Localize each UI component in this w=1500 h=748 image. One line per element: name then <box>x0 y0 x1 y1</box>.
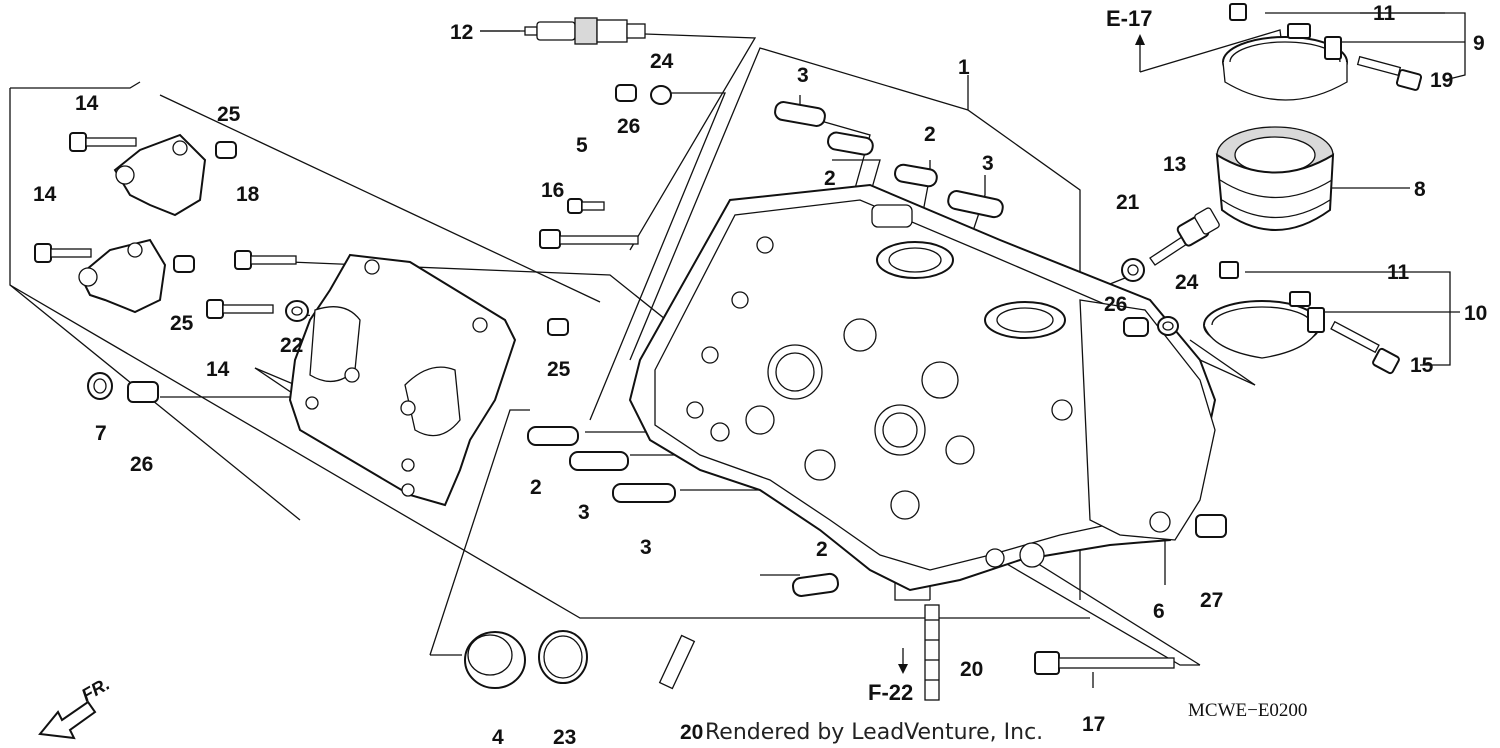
callout-3: 3 <box>797 64 809 87</box>
callout-7: 7 <box>95 422 107 445</box>
rendered-by-credit: Rendered by LeadVenture, Inc. <box>705 720 1043 745</box>
spark-plug <box>524 17 646 45</box>
callout-12: 12 <box>450 21 473 44</box>
cam-holders <box>78 133 207 314</box>
callout-27: 27 <box>1200 589 1223 612</box>
washers <box>87 85 1179 400</box>
rings <box>464 630 588 689</box>
callout-21: 21 <box>1116 191 1140 214</box>
callout-19: 19 <box>1430 69 1453 92</box>
callout-16: 16 <box>541 179 564 202</box>
callout-2: 2 <box>530 476 542 499</box>
fr-label: FR. <box>78 674 113 706</box>
callout-2: 2 <box>824 167 836 190</box>
callout-26: 26 <box>130 453 153 476</box>
temp-sensor <box>1149 207 1220 266</box>
callout-26: 26 <box>617 115 640 138</box>
callout-18: 18 <box>236 183 260 206</box>
callout-25: 25 <box>547 358 571 381</box>
callout-15: 15 <box>1410 354 1434 377</box>
callout-2: 2 <box>816 538 828 561</box>
callout-5: 5 <box>576 134 588 157</box>
callout-24: 24 <box>650 50 674 73</box>
callout-3: 3 <box>982 152 994 175</box>
callout-3: 3 <box>640 536 652 559</box>
valve-guides <box>127 84 1227 597</box>
front-direction-arrow: FR. <box>38 674 113 740</box>
callout-20: 20 <box>960 658 983 681</box>
reference-e17[interactable]: E-17 <box>1106 6 1152 31</box>
callout-1: 1 <box>958 56 970 79</box>
callout-20: 20 <box>680 721 703 744</box>
callout-17: 17 <box>1082 713 1105 736</box>
callout-3: 3 <box>578 501 590 524</box>
callout-13: 13 <box>1163 153 1186 176</box>
callout-23: 23 <box>553 726 576 748</box>
callout-24: 24 <box>1175 271 1199 294</box>
callout-26: 26 <box>1104 293 1127 316</box>
callout-14: 14 <box>75 92 99 115</box>
insulator-and-bands <box>1203 3 1348 359</box>
callout-25: 25 <box>217 103 241 126</box>
callout-8: 8 <box>1414 178 1426 201</box>
studs <box>658 604 940 701</box>
head-cover <box>288 253 517 507</box>
cylinder-head <box>628 183 1217 592</box>
callout-10: 10 <box>1464 302 1487 325</box>
callout-2: 2 <box>924 123 936 146</box>
bolts <box>34 55 1423 675</box>
callout-11: 11 <box>1373 2 1396 25</box>
callout-4: 4 <box>492 726 504 748</box>
callouts: 1 2 2 2 2 3 3 3 3 4 5 6 7 8 9 10 11 11 1… <box>33 2 1487 748</box>
callout-22: 22 <box>280 334 303 357</box>
callout-25: 25 <box>170 312 194 335</box>
callout-9: 9 <box>1473 32 1485 55</box>
diagram-code: MCWE−E0200 <box>1188 700 1307 721</box>
callout-14: 14 <box>206 358 230 381</box>
callout-14: 14 <box>33 183 57 206</box>
callout-11: 11 <box>1387 261 1410 284</box>
reference-f22[interactable]: F-22 <box>868 680 913 705</box>
callout-6: 6 <box>1153 600 1165 623</box>
